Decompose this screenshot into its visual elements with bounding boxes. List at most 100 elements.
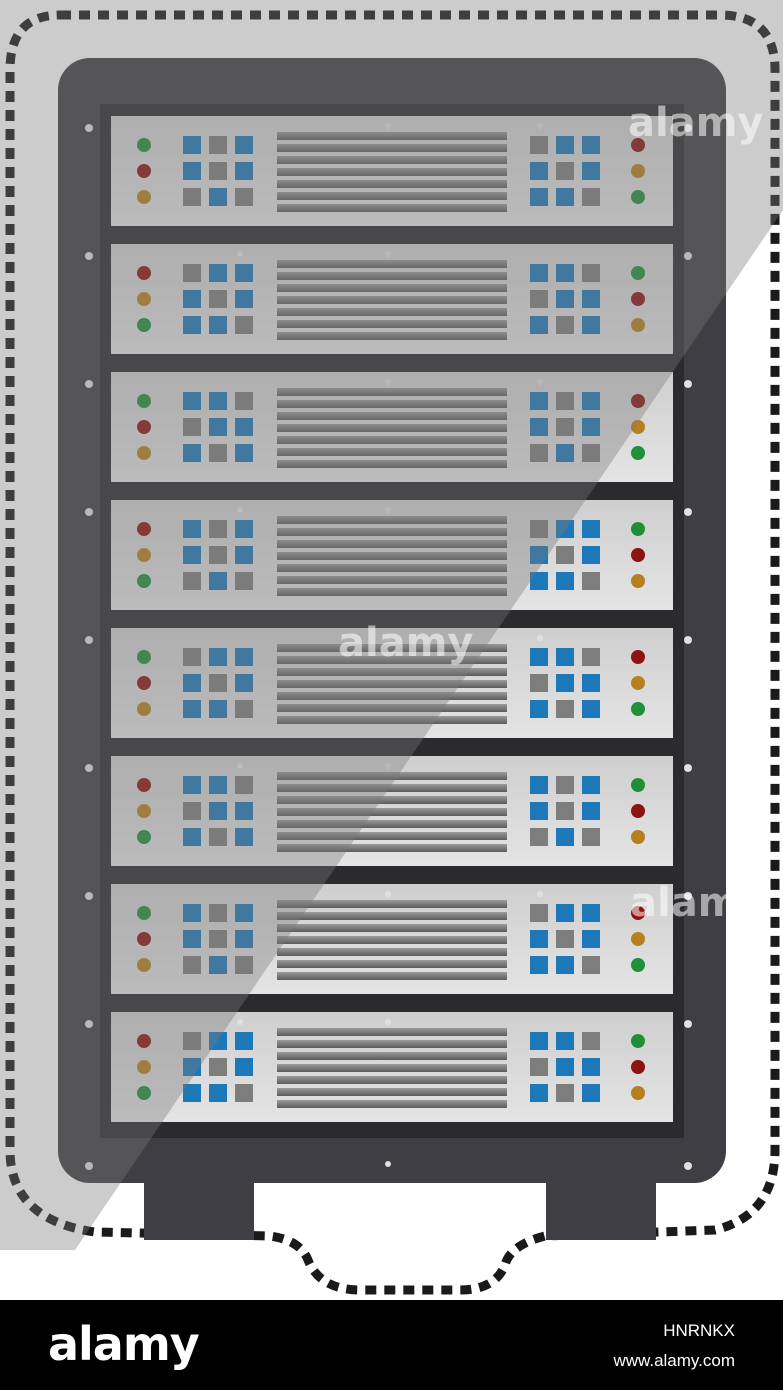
status-led xyxy=(137,318,151,332)
vent-slot xyxy=(277,588,507,596)
rack-screw xyxy=(385,1019,391,1025)
status-led xyxy=(631,318,645,332)
status-led xyxy=(137,932,151,946)
drive-button xyxy=(556,188,574,206)
drive-button xyxy=(556,802,574,820)
rack-screw xyxy=(237,1019,243,1025)
vent-slot xyxy=(277,284,507,292)
vent-slot xyxy=(277,272,507,280)
drive-button xyxy=(235,904,253,922)
vent-slot xyxy=(277,400,507,408)
vent-slot xyxy=(277,204,507,212)
drive-button xyxy=(582,188,600,206)
rack-foot-right xyxy=(546,1178,656,1240)
watermark: alamy xyxy=(338,620,474,666)
vent-slot xyxy=(277,332,507,340)
drive-button xyxy=(209,392,227,410)
drive-button xyxy=(183,828,201,846)
drive-button xyxy=(183,1058,201,1076)
vent-slot xyxy=(277,692,507,700)
drive-button xyxy=(183,418,201,436)
footer-logo: alamy xyxy=(48,1317,200,1371)
status-led xyxy=(631,650,645,664)
drive-button xyxy=(530,162,548,180)
drive-button xyxy=(209,802,227,820)
drive-button xyxy=(209,1084,227,1102)
drive-button xyxy=(530,674,548,692)
vent-slot xyxy=(277,1040,507,1048)
drive-button xyxy=(209,188,227,206)
status-led xyxy=(631,266,645,280)
vent-slot xyxy=(277,668,507,676)
vent-slot xyxy=(277,716,507,724)
vent-slot xyxy=(277,644,507,652)
vent-slot xyxy=(277,260,507,268)
drive-button xyxy=(556,572,574,590)
drive-button xyxy=(556,136,574,154)
rack-screw xyxy=(85,636,93,644)
rack-screw xyxy=(684,508,692,516)
drive-button xyxy=(556,674,574,692)
status-led xyxy=(137,958,151,972)
rack-screw xyxy=(85,1020,93,1028)
drive-button xyxy=(235,136,253,154)
site-url: www.alamy.com xyxy=(613,1351,735,1370)
vent-slot xyxy=(277,424,507,432)
rack-screw xyxy=(385,507,391,513)
drive-button xyxy=(235,546,253,564)
drive-button xyxy=(183,956,201,974)
drive-button xyxy=(209,520,227,538)
vent-slot xyxy=(277,972,507,980)
vent-slot xyxy=(277,192,507,200)
footer-meta: HNRNKX www.alamy.com xyxy=(613,1316,735,1376)
vent-slot xyxy=(277,1052,507,1060)
drive-button xyxy=(183,316,201,334)
drive-button xyxy=(235,392,253,410)
server-rack-illustration xyxy=(0,0,783,1295)
vent-slot xyxy=(277,808,507,816)
drive-button xyxy=(530,648,548,666)
status-led xyxy=(137,676,151,690)
vent-slot xyxy=(277,912,507,920)
vent-slot xyxy=(277,320,507,328)
rack-screw xyxy=(537,635,543,641)
drive-button xyxy=(556,418,574,436)
drive-button xyxy=(209,316,227,334)
drive-button xyxy=(582,648,600,666)
rack-screw xyxy=(385,251,391,257)
drive-button xyxy=(209,418,227,436)
drive-button xyxy=(209,572,227,590)
status-led xyxy=(631,778,645,792)
drive-button xyxy=(556,700,574,718)
vent-slot xyxy=(277,680,507,688)
drive-button xyxy=(235,316,253,334)
status-led xyxy=(631,164,645,178)
drive-button xyxy=(582,444,600,462)
rack-screw xyxy=(684,380,692,388)
rack-screw xyxy=(684,764,692,772)
status-led xyxy=(631,292,645,306)
drive-button xyxy=(209,700,227,718)
drive-button xyxy=(530,520,548,538)
vent-slot xyxy=(277,460,507,468)
status-led xyxy=(631,906,645,920)
status-led xyxy=(631,702,645,716)
vent-slot xyxy=(277,1028,507,1036)
vent-slot xyxy=(277,1088,507,1096)
rack-screw xyxy=(684,636,692,644)
drive-button xyxy=(209,956,227,974)
drive-button xyxy=(209,828,227,846)
drive-button xyxy=(556,1058,574,1076)
drive-button xyxy=(556,162,574,180)
status-led xyxy=(631,394,645,408)
status-led xyxy=(137,778,151,792)
status-led xyxy=(631,1060,645,1074)
drive-button xyxy=(209,674,227,692)
rack-screw xyxy=(385,891,391,897)
drive-button xyxy=(235,188,253,206)
status-led xyxy=(137,420,151,434)
drive-button xyxy=(530,802,548,820)
rack-screw xyxy=(85,508,93,516)
drive-button xyxy=(582,290,600,308)
vent-slot xyxy=(277,528,507,536)
